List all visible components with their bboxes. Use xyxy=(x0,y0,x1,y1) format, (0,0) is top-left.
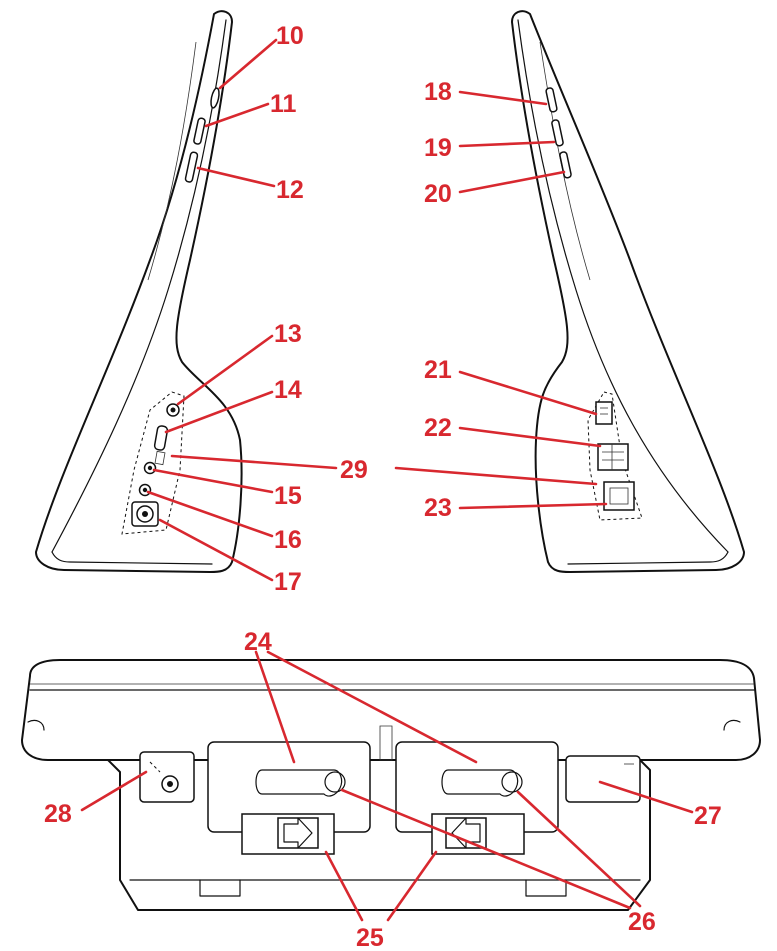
port-23 xyxy=(604,482,634,510)
port-21 xyxy=(596,402,612,424)
callout-27: 27 xyxy=(694,802,722,830)
block-27 xyxy=(566,756,640,802)
leader-12 xyxy=(198,168,274,186)
callout-23: 23 xyxy=(424,494,452,522)
callout-28: 28 xyxy=(44,800,72,828)
callout-21: 21 xyxy=(424,356,452,384)
callout-17: 17 xyxy=(274,568,302,596)
callout-13: 13 xyxy=(274,320,302,348)
callout-14: 14 xyxy=(274,376,302,404)
callout-29: 29 xyxy=(340,456,368,484)
left-side-view xyxy=(36,11,242,572)
callout-26: 26 xyxy=(628,908,656,936)
leader-13 xyxy=(178,336,272,404)
bottom-top-bar xyxy=(22,660,760,760)
callout-10: 10 xyxy=(276,22,304,50)
callout-16: 16 xyxy=(274,526,302,554)
callout-18: 18 xyxy=(424,78,452,106)
callout-20: 20 xyxy=(424,180,452,208)
callout-25: 25 xyxy=(356,924,384,951)
callout-15: 15 xyxy=(274,482,302,510)
bottom-view xyxy=(22,660,760,910)
right-side-view xyxy=(512,11,744,572)
callout-22: 22 xyxy=(424,414,452,442)
callout-24: 24 xyxy=(244,628,272,656)
callout-19: 19 xyxy=(424,134,452,162)
port-22 xyxy=(598,444,628,470)
callout-11: 11 xyxy=(270,90,297,118)
callout-12: 12 xyxy=(276,176,304,204)
left-device-body xyxy=(36,11,242,572)
